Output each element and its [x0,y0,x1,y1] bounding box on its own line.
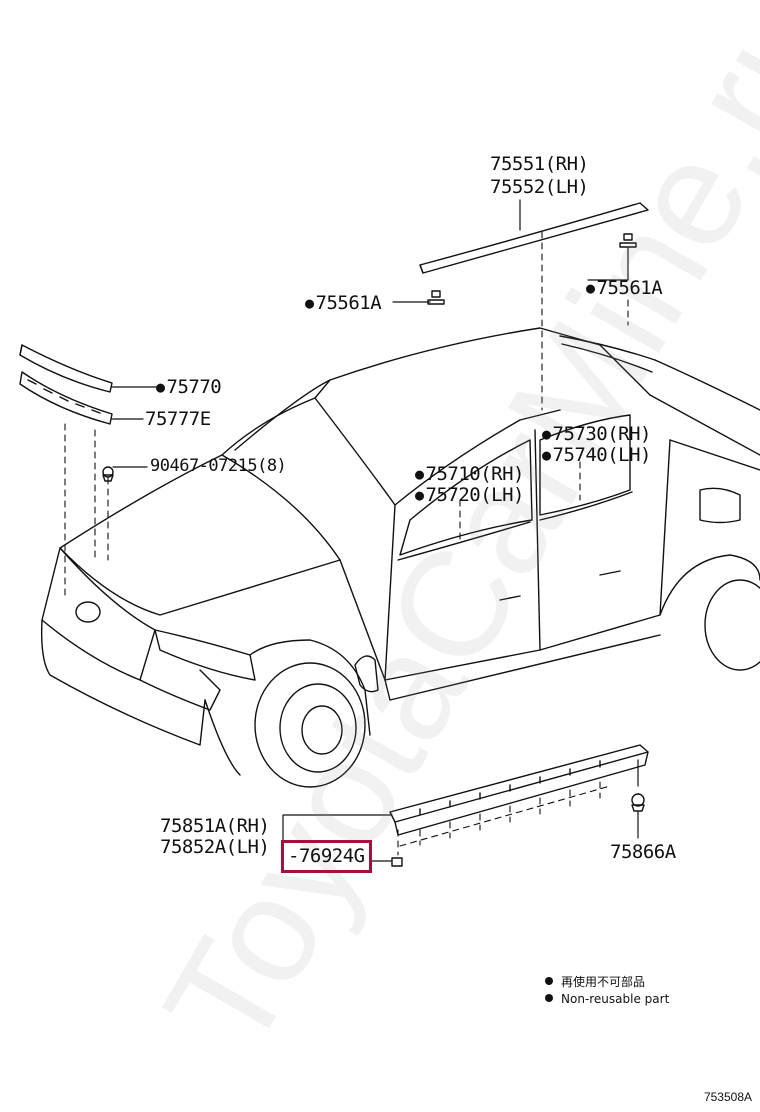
part-label-75551[interactable]: 75551(RH) [490,153,589,175]
part-label-75777e[interactable]: 75777E [145,408,211,430]
part-label-75710[interactable]: 75710(RH) [415,463,525,485]
part-label-75561a-right[interactable]: 75561A [586,277,663,299]
part-label-75730-text: 75730(RH) [552,423,652,445]
roof-molding [419,202,649,274]
part-label-76924g: -76924G [288,845,365,867]
part-label-75561a-right-text: 75561A [596,277,663,299]
legend-text-jp: 再使用不可部品 [561,975,646,989]
part-label-75851a[interactable]: 75851A(RH) [160,815,270,837]
hood-molding-retainer [19,371,113,425]
dashed-leader-lines [64,231,629,856]
diagram-code: 753508A [703,1090,752,1104]
part-label-75720[interactable]: 75720(LH) [415,484,525,506]
part-label-75552[interactable]: 75552(LH) [490,176,589,198]
part-label-75720-text: 75720(LH) [425,484,525,506]
legend-bullet-icon [545,994,553,1002]
part-label-75770[interactable]: 75770 [156,376,222,398]
part-label-75710-text: 75710(RH) [425,463,525,485]
highlight-box-76924g[interactable]: -76924G [281,840,372,873]
legend-text-en: Non-reusable part [561,992,670,1006]
hood-molding [19,344,113,393]
part-label-75561a-left[interactable]: 75561A [305,292,382,314]
part-label-75561a-left-text: 75561A [315,292,382,314]
legend-line-jp: 再使用不可部品 [545,976,645,988]
part-label-75866a[interactable]: 75866A [610,841,676,863]
legend-line-en: Non-reusable part [545,993,669,1005]
legend-bullet-icon [545,977,553,985]
clip-75866a [631,793,645,812]
clip-90467 [102,466,114,482]
part-label-90467[interactable]: 90467-07215(8) [150,456,287,476]
part-label-75730[interactable]: 75730(RH) [542,423,652,445]
rocker-molding [389,744,649,836]
truck-body [40,327,760,788]
part-label-75852a[interactable]: 75852A(LH) [160,836,270,858]
part-label-75740[interactable]: 75740(LH) [542,444,652,466]
clip-76924g [391,857,403,867]
clip-75561a-left [427,290,445,305]
leader-lines [111,199,639,862]
clip-75561a-right [619,233,637,248]
part-label-75770-text: 75770 [166,376,222,398]
part-label-75740-text: 75740(LH) [552,444,652,466]
